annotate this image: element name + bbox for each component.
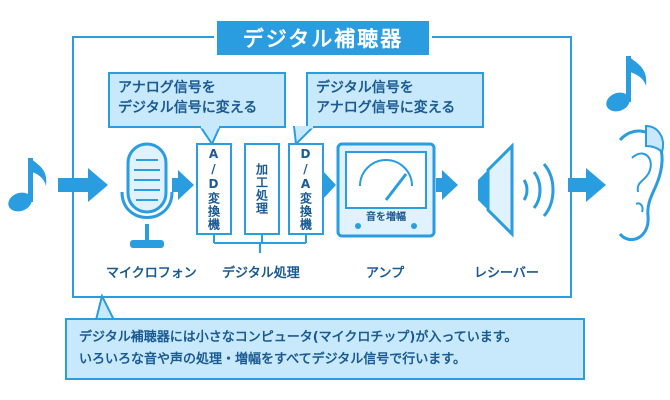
sound-wave-icon xyxy=(522,163,555,217)
da-callout: デジタル信号を アナログ信号に変える xyxy=(306,72,484,128)
note-line2: いろいろな音や声の処理・増幅をすべてデジタル信号で行います。 xyxy=(79,352,467,367)
digital-processing-label: デジタル処理 xyxy=(222,266,300,281)
receiver-label: レシーバー xyxy=(474,266,539,281)
processing-module: 加工処理 xyxy=(244,143,280,235)
amplifier-icon xyxy=(336,142,436,238)
amp-label: アンプ xyxy=(366,266,405,281)
music-note-icon xyxy=(606,56,647,112)
da-callout-pointer xyxy=(292,126,316,146)
speaker-icon xyxy=(478,142,555,238)
da-converter-module: D/A変換機 xyxy=(288,143,324,235)
explanation-note: デジタル補聴器には小さなコンピュータ(マイクロチップ)が入っています。 いろいろ… xyxy=(65,318,585,380)
da-callout-line2: アナログ信号に変える xyxy=(316,100,456,116)
microphone-icon xyxy=(120,142,174,248)
ad-callout-line1: アナログ信号を xyxy=(118,80,216,96)
microphone-label: マイクロフォン xyxy=(106,266,197,281)
ad-callout-line2: デジタル信号に変える xyxy=(118,100,258,116)
ad-callout-pointer xyxy=(198,126,222,146)
ear-with-hearing-aid-icon xyxy=(618,124,664,241)
music-note-icon xyxy=(8,158,47,212)
ad-converter-module: A/D変換機 xyxy=(196,143,232,235)
da-callout-line1: デジタル信号を xyxy=(316,80,414,96)
note-line1: デジタル補聴器には小さなコンピュータ(マイクロチップ)が入っています。 xyxy=(79,330,518,345)
diagram-title: デジタル補聴器 xyxy=(214,18,432,58)
signal-flow-arrows xyxy=(58,168,606,202)
digital-bracket xyxy=(213,235,307,253)
ad-callout: アナログ信号を デジタル信号に変える xyxy=(108,72,286,128)
amp-meter-label: 音を増幅 xyxy=(366,212,406,223)
